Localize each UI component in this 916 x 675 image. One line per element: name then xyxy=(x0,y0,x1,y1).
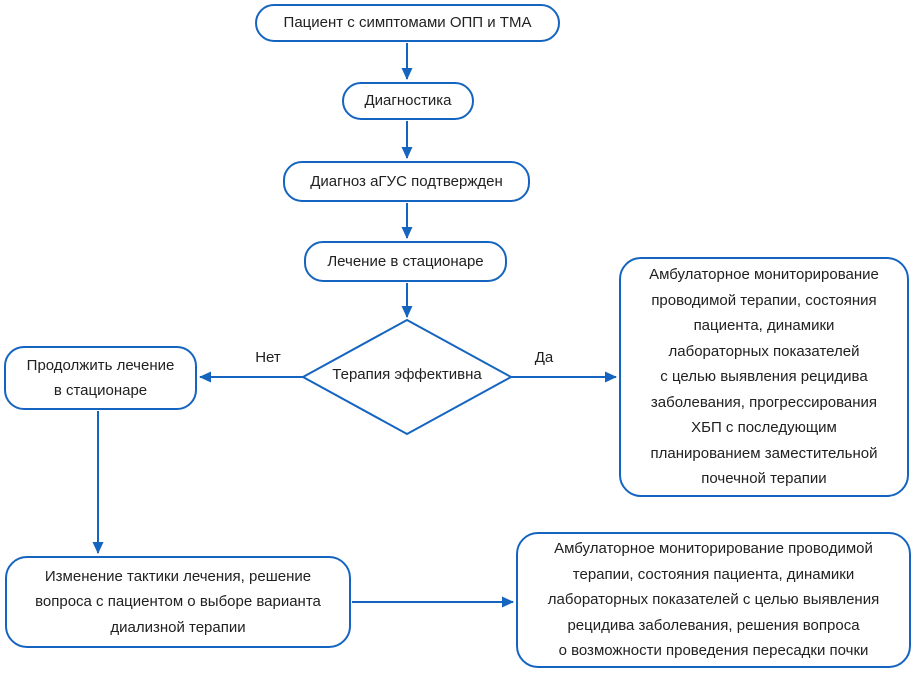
node-outpatient-monitoring-transplant: Амбулаторное мониторирование проводимой … xyxy=(516,532,911,668)
decision-therapy-effective-label: Терапия эффективна xyxy=(332,366,482,383)
node-outpatient-monitoring-ckd: Амбулаторное мониторирование проводимой … xyxy=(619,257,909,497)
node-diagnosis-confirmed: Диагноз аГУС подтвержден xyxy=(283,161,530,202)
node-inpatient-treatment: Лечение в стационаре xyxy=(304,241,507,282)
therapy-effective-decision-diamond xyxy=(300,318,514,436)
node-diagnostics: Диагностика xyxy=(342,82,474,120)
node-change-treatment-tactics: Изменение тактики лечения, решение вопро… xyxy=(5,556,351,648)
node-continue-inpatient: Продолжить лечение в стационаре xyxy=(4,346,197,410)
node-patient-symptoms: Пациент с симптомами ОПП и ТМА xyxy=(255,4,560,42)
edge-label-yes: Да xyxy=(534,349,554,366)
edge-label-no: Нет xyxy=(255,349,281,366)
